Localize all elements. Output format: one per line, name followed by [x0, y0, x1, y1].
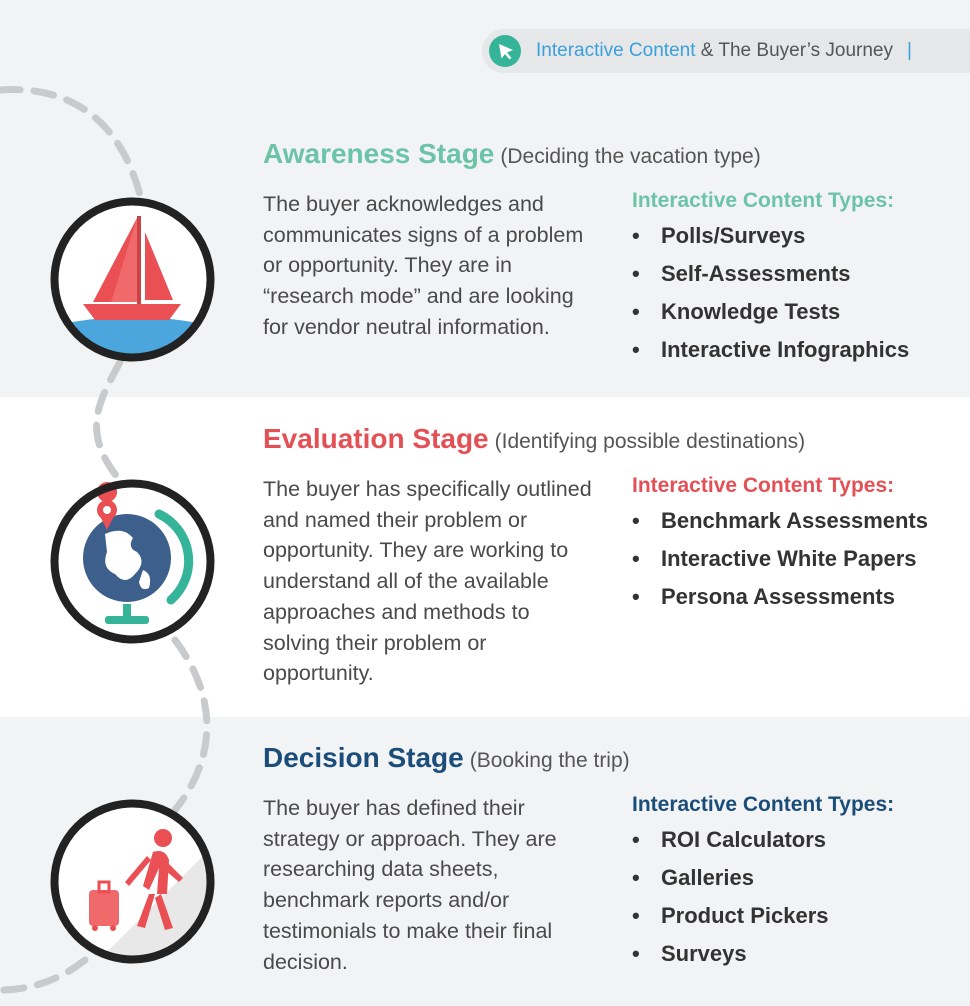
list-item: ROI Calculators [632, 821, 962, 859]
decision-content-types: Interactive Content Types: ROI Calculato… [632, 793, 962, 973]
list-item: Knowledge Tests [632, 293, 962, 331]
sailboat-icon [50, 197, 215, 362]
decision-stage-name: Decision Stage [263, 742, 464, 773]
awareness-types-label: Interactive Content Types: [632, 189, 895, 212]
list-item: Self-Assessments [632, 255, 962, 293]
evaluation-stage-subtitle: (Identifying possible destinations) [494, 430, 806, 453]
decision-types-label: Interactive Content Types: [632, 793, 895, 816]
list-item: Persona Assessments [632, 578, 962, 616]
awareness-stage-title: Awareness Stage(Deciding the vacation ty… [263, 138, 761, 170]
header-separator: | [906, 40, 912, 61]
list-item: Surveys [632, 935, 962, 973]
header-title: Interactive Content & The Buyer’s Journe… [536, 40, 912, 62]
evaluation-content-types: Interactive Content Types: Benchmark Ass… [632, 474, 962, 616]
traveler-icon [50, 799, 215, 964]
decision-stage-subtitle: (Booking the trip) [469, 749, 630, 772]
list-item: Polls/Surveys [632, 217, 962, 255]
list-item: Product Pickers [632, 897, 962, 935]
list-item: Benchmark Assessments [632, 502, 962, 540]
globe-icon [50, 479, 215, 644]
evaluation-stage-title: Evaluation Stage(Identifying possible de… [263, 423, 805, 455]
awareness-description: The buyer acknowledges and communicates … [263, 192, 584, 339]
header-title-accent: Interactive Content [536, 40, 696, 61]
decision-description: The buyer has defined their strategy or … [263, 796, 557, 974]
awareness-content-types: Interactive Content Types: Polls/Surveys… [632, 189, 962, 369]
list-item: Galleries [632, 859, 962, 897]
awareness-stage-subtitle: (Deciding the vacation type) [500, 145, 761, 168]
list-item: Interactive Infographics [632, 331, 962, 369]
decision-stage-title: Decision Stage(Booking the trip) [263, 742, 630, 774]
awareness-stage-name: Awareness Stage [263, 138, 495, 169]
cursor-icon [489, 35, 521, 67]
header-banner: Interactive Content & The Buyer’s Journe… [482, 29, 970, 73]
list-item: Interactive White Papers [632, 540, 962, 578]
evaluation-description: The buyer has specifically outlined and … [263, 477, 592, 686]
evaluation-types-label: Interactive Content Types: [632, 474, 895, 497]
header-title-rest: & The Buyer’s Journey [695, 40, 893, 61]
evaluation-stage-name: Evaluation Stage [263, 423, 489, 454]
